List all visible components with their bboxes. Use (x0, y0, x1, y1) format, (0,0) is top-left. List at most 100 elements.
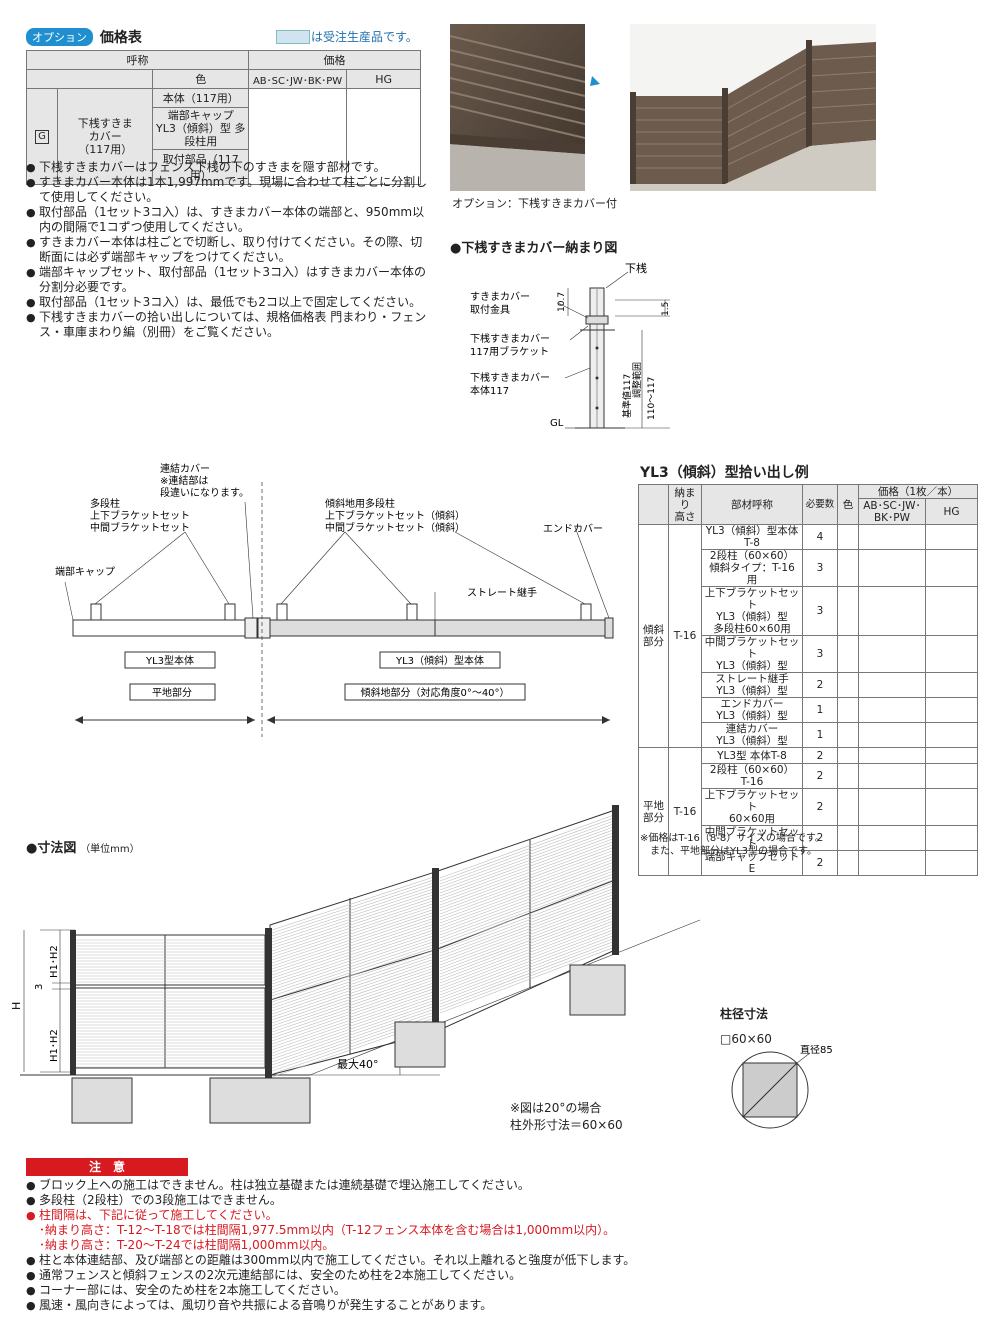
caution-item: ･納まり高さ：T-12～T-18では柱間隔1,977.5mm以内（T-12フェン… (39, 1223, 616, 1237)
caution-item: ･納まり高さ：T-20～T-24では柱間隔1,000mm以内。 (39, 1238, 335, 1252)
photo-fence (630, 24, 876, 191)
dimension-drawing: H H1･H2 H1･H2 3 最大40° (10, 805, 701, 1124)
caution-item: ブロック上への施工はできません。柱は独立基礎または連続基礎で埋込施工してください… (26, 1178, 986, 1193)
post-size-value: □60×60 (720, 1032, 772, 1046)
group-label-l1: 傾斜 (643, 624, 664, 636)
yl3-title: YL3（傾斜）型拾い出し例 (640, 465, 809, 481)
caution-header: 注 意 (26, 1158, 188, 1176)
yl3-head-col2: HG (943, 505, 960, 518)
fit-diagram: 下桟 すきまカバー 取付金具 下桟すきまカバー 117用ブラケット 下桟すきまカ… (470, 261, 671, 429)
sub-item-cap-l2: YL3（傾斜）型 多段柱用 (156, 122, 246, 148)
dim-adjust: 調整範囲 (631, 362, 643, 398)
plan-slope-l1: 傾斜地用多段柱 (325, 497, 395, 510)
group-label-l1: 平地 (643, 799, 664, 812)
part-name-l2: YL3（傾斜）型 (716, 611, 788, 623)
part-name-l1: 2段柱（60×60） (709, 764, 795, 776)
col-price2-head: HG (375, 72, 392, 86)
fit-label-bracket-l1: 下桟すきまカバー (470, 332, 550, 345)
part-qty: 2 (816, 679, 824, 691)
yl3-head-height-l1: 納まり (674, 486, 696, 511)
plan-endcover: エンドカバー (543, 523, 603, 535)
yl3-head-col1-l1: AB･SC･JW･ (863, 499, 921, 512)
group-height: T-16 (673, 805, 697, 818)
part-name-l1: 2段柱（60×60） (709, 550, 795, 562)
fit-label-gl: GL (550, 418, 564, 429)
fit-label-body-l2: 本体117 (470, 384, 509, 397)
dim-title: 寸法図 （単位mm） (26, 837, 140, 856)
part-name-l1: 中間ブラケットセット (704, 826, 800, 850)
group-label-l2: 部分 (643, 811, 664, 824)
part-name-l2: YL3（傾斜）型 (716, 710, 788, 722)
part-name-l1: 中間ブラケットセット (704, 636, 800, 660)
part-name-l2: 60×60用 (728, 813, 776, 825)
plan-slope: 傾斜地部分（対応角度0°～40°） (360, 686, 509, 699)
option-badge: オプション (26, 28, 93, 46)
photo-closeup (450, 24, 585, 191)
part-qty: 2 (816, 857, 824, 869)
note-item: すきまカバー本体は1本1,997mmです。現場に合わせて柱ごとに分割して使用して… (26, 175, 431, 205)
item-name-l3: （117用） (78, 143, 133, 156)
yl3-note-l1: ※価格はT-16（8-8）サイズの場合です。 (640, 833, 825, 844)
price-header: オプション 価格表 は受注生産品です。 (26, 27, 426, 47)
made-to-order-swatch (276, 30, 310, 44)
note-item: すきまカバー本体は柱ごとで切断し、取り付けてください。その際、切断面には必ず端部… (26, 235, 431, 265)
part-qty: 2 (816, 749, 824, 762)
part-qty: 2 (816, 832, 824, 844)
arrow-pointer-icon (590, 68, 608, 86)
part-name-l3: 多段柱60×60用 (713, 623, 791, 635)
plan-joint-l3: 段違いになります。 (160, 486, 249, 499)
plan-body-flat: YL3型本体 (145, 654, 194, 667)
plan-joint-l1: 連結カバー (160, 462, 210, 475)
row-code: G (34, 130, 49, 144)
note-item: 下桟すきまカバーはフェンス下桟の下のすきまを隠す部材です。 (26, 160, 431, 175)
item-name-l2: カバー (88, 130, 122, 143)
caution-item: 柱間隔は、下記に従って施工してください。 (26, 1208, 986, 1223)
yl3-note-l2: また、平地部分はYL3型の場合です。 (650, 846, 818, 857)
part-name-l1: 上下ブラケットセット (704, 789, 800, 813)
caution-item: コーナー部には、安全のため柱を2本施工してください。 (26, 1283, 986, 1298)
post-diameter: 直径85 (800, 1045, 833, 1056)
post-size-title: 柱径寸法 (720, 1007, 769, 1021)
sub-item-cap-l1: 端部キャップ (167, 109, 234, 122)
part-qty: 2 (816, 801, 824, 813)
part-name-l2: YL3（傾斜）型 (716, 685, 788, 697)
caution-list: ブロック上への施工はできません。柱は独立基礎または連続基礎で埋込施工してください… (26, 1178, 986, 1313)
plan-multi-l2: 上下ブラケットセット (90, 509, 190, 522)
yl3-head-qty: 必要数 (805, 498, 835, 510)
made-to-order-legend: は受注生産品です。 (311, 30, 418, 44)
part-name-l1: YL3型 本体T-8 (717, 749, 787, 762)
table-row: 平地部分 T-16 YL3型 本体T-8 2 (638, 747, 978, 876)
plan-flat: 平地部分 (152, 686, 192, 699)
dim-unit: （単位mm） (80, 844, 140, 855)
col-name-head: 呼称 (126, 54, 149, 67)
post-size: 柱径寸法 □60×60 (720, 1005, 772, 1046)
part-name-l2: 傾斜タイプ：T-16用 (709, 562, 795, 586)
item-name-l1: 下桟すきま (77, 117, 133, 130)
col-price1-head: AB･SC･JW･BK･PW (252, 75, 343, 87)
fit-label-body-l1: 下桟すきまカバー (470, 371, 550, 384)
dim-label-h1h2-bottom: H1･H2 (49, 1029, 60, 1062)
group-label-l2: 部分 (643, 636, 664, 648)
part-name-l1: YL3（傾斜）型本体 (705, 525, 799, 537)
dim-standard: 基準値117 (621, 374, 633, 418)
yl3-note: ※価格はT-16（8-8）サイズの場合です。 また、平地部分はYL3型の場合です… (640, 832, 825, 858)
fit-label-mount-l1: すきまカバー (470, 291, 530, 303)
col-price-head: 価格 (323, 54, 346, 67)
price-title: 価格表 (99, 30, 142, 46)
note-item: 下桟すきまカバーの拾い出しについては、規格価格表 門まわり・フェンス・車庫まわり… (26, 310, 431, 340)
part-qty: 3 (816, 648, 824, 660)
note-item: 端部キャップセット、取付部品（1セット3コ入）はすきまカバー本体の分割分必要です… (26, 265, 431, 295)
part-name-l1: エンドカバー (720, 698, 784, 710)
plan-joint-l2: ※連結部は (160, 474, 208, 487)
plan-multi-l3: 中間ブラケットセット (90, 521, 190, 534)
note-item: 取付部品（1セット3コ入）は、すきまカバー本体の端部と、950mm以内の間隔で1… (26, 205, 431, 235)
part-name-l1: 上下ブラケットセット (704, 587, 800, 611)
dim-label-h: H (10, 1002, 23, 1010)
part-name-l1: ストレート継手 (715, 673, 789, 685)
dim-label-h1h2-top: H1･H2 (49, 945, 60, 978)
